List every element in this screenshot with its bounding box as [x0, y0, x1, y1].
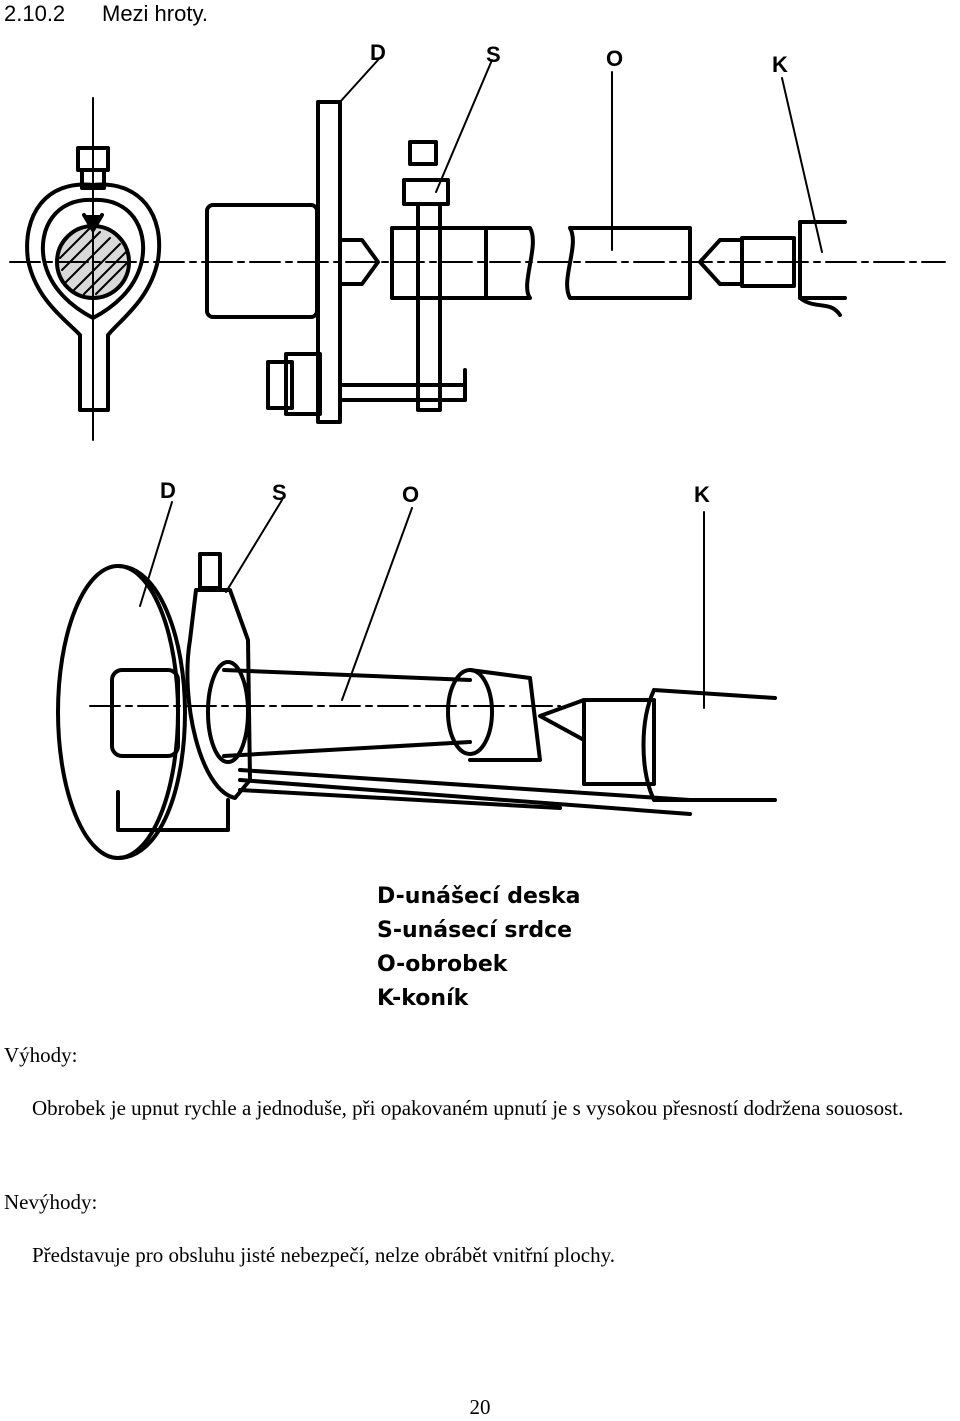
- bottom-label-s: S: [272, 480, 287, 505]
- bottom-label-d: D: [160, 478, 176, 503]
- page-number: 20: [469, 1395, 491, 1419]
- lathe-dog-end-view: [25, 97, 162, 441]
- legend-item: K-koník: [377, 986, 469, 1011]
- disadvantages-title: Nevýhody:: [4, 1190, 98, 1214]
- bottom-label-o: O: [402, 482, 419, 507]
- top-label-s: S: [486, 42, 501, 67]
- top-label-o: O: [606, 46, 623, 71]
- bottom-figure: D S O K: [56, 478, 777, 860]
- section-title: Mezi hroty.: [102, 1, 208, 26]
- advantages-title: Výhody:: [4, 1043, 78, 1067]
- legend-item: O-obrobek: [377, 952, 508, 977]
- legend-item: D-unášecí deska: [377, 884, 581, 909]
- top-figure: D S O K: [9, 40, 946, 441]
- section-number: 2.10.2: [4, 1, 66, 26]
- figure-legend: D-unášecí deska S-unásecí srdce O-obrobe…: [377, 880, 580, 1016]
- top-label-d: D: [370, 40, 386, 65]
- top-label-k: K: [772, 52, 788, 77]
- section-heading: 2.10.2 Mezi hroty.: [4, 0, 208, 28]
- bottom-label-k: K: [694, 482, 710, 507]
- legend-item: S-unásecí srdce: [377, 918, 573, 943]
- disadvantages-text: Představuje pro obsluhu jisté nebezpečí,…: [32, 1243, 615, 1267]
- advantages-text: Obrobek je upnut rychle a jednoduše, při…: [32, 1096, 904, 1120]
- technical-drawing: D S O K D S O K: [9, 40, 946, 860]
